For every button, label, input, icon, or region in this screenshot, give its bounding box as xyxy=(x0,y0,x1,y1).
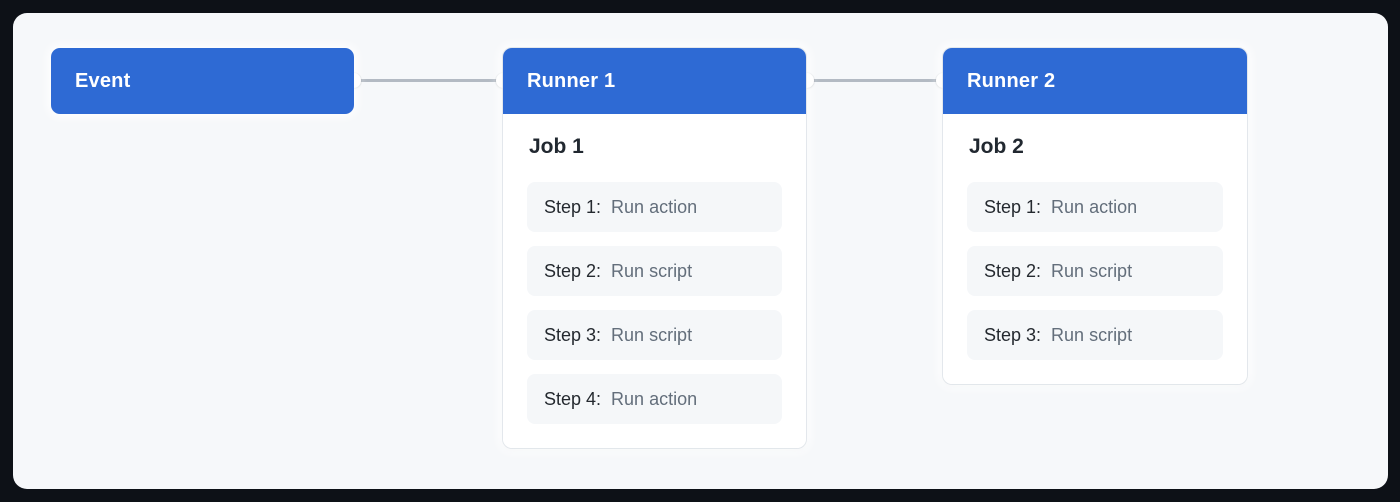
step-description: Run action xyxy=(611,196,698,217)
event-node: Event xyxy=(51,48,354,114)
job-1-step-2: Step 2: Run script xyxy=(527,246,782,296)
runner-2-card: Runner 2 Job 2 Step 1: Run action Step 2… xyxy=(943,48,1247,384)
runner-1-card: Runner 1 Job 1 Step 1: Run action Step 2… xyxy=(503,48,806,448)
job-2-title: Job 2 xyxy=(969,135,1024,158)
step-label: Step 1: xyxy=(984,196,1042,217)
job-1-step-3: Step 3: Run script xyxy=(527,310,782,360)
job-2-step-2: Step 2: Run script xyxy=(967,246,1223,296)
job-2-step-3: Step 3: Run script xyxy=(967,310,1223,360)
step-label: Step 3: xyxy=(984,324,1042,345)
runner-1-body: Job 1 Step 1: Run action Step 2: Run scr… xyxy=(503,114,806,448)
step-label: Step 2: xyxy=(984,260,1042,281)
event-label: Event xyxy=(75,69,131,92)
step-label: Step 1: xyxy=(544,196,602,217)
step-description: Run script xyxy=(611,260,693,281)
runner-2-title: Runner 2 xyxy=(967,69,1056,92)
connector-line-event-runner1 xyxy=(354,79,503,82)
step-label: Step 3: xyxy=(544,324,602,345)
runner-2-header: Runner 2 xyxy=(943,48,1247,114)
job-1-step-4: Step 4: Run action xyxy=(527,374,782,424)
job-2-step-1: Step 1: Run action xyxy=(967,182,1223,232)
job-1-title: Job 1 xyxy=(529,135,584,158)
step-description: Run action xyxy=(611,388,698,409)
step-label: Step 4: xyxy=(544,388,602,409)
connector-line-runner1-runner2 xyxy=(806,79,943,82)
step-description: Run action xyxy=(1051,196,1138,217)
step-label: Step 2: xyxy=(544,260,602,281)
step-description: Run script xyxy=(611,324,693,345)
runner-2-body: Job 2 Step 1: Run action Step 2: Run scr… xyxy=(943,114,1247,384)
runner-1-header: Runner 1 xyxy=(503,48,806,114)
runner-1-title: Runner 1 xyxy=(527,69,616,92)
step-description: Run script xyxy=(1051,260,1133,281)
job-1-step-1: Step 1: Run action xyxy=(527,182,782,232)
step-description: Run script xyxy=(1051,324,1133,345)
